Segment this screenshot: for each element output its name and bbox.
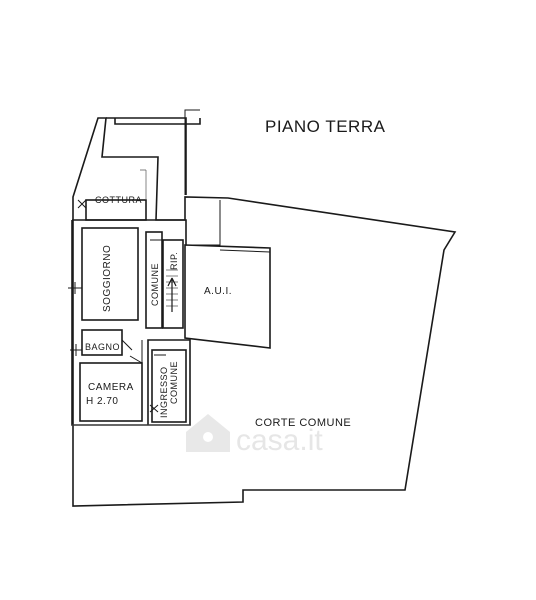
ingresso-room bbox=[151, 349, 187, 423]
north-outer-line bbox=[184, 109, 200, 195]
stairs-arrow-icon bbox=[167, 277, 177, 312]
label-corte-comune: CORTE COMUNE bbox=[255, 417, 351, 429]
label-soggiorno: SOGGIORNO bbox=[102, 245, 113, 312]
label-comune: COMUNE bbox=[150, 263, 160, 306]
aui-room bbox=[184, 244, 271, 349]
watermark-text: casa.it bbox=[236, 424, 323, 457]
label-rip: RIP. bbox=[169, 252, 179, 270]
label-ingresso-comune: COMUNE bbox=[169, 361, 179, 404]
camera-room bbox=[79, 362, 143, 422]
label-ingresso: INGRESSO bbox=[159, 366, 169, 418]
property-boundary bbox=[72, 117, 457, 507]
house-icon bbox=[186, 414, 230, 452]
label-aui: A.U.I. bbox=[204, 286, 232, 297]
house-top-wall bbox=[72, 219, 187, 245]
label-camera: CAMERA bbox=[88, 382, 134, 393]
north-wall bbox=[114, 118, 201, 125]
plan-title: PIANO TERRA bbox=[265, 117, 386, 136]
comune-room bbox=[145, 231, 163, 329]
label-bagno: BAGNO bbox=[85, 342, 120, 352]
watermark: casa.it bbox=[186, 414, 323, 457]
label-camera-height: H 2.70 bbox=[86, 396, 118, 407]
soggiorno-room bbox=[81, 227, 139, 321]
label-cottura: COTTURA bbox=[95, 195, 142, 205]
northwest-wall bbox=[106, 117, 187, 195]
bagno-room bbox=[81, 329, 123, 356]
